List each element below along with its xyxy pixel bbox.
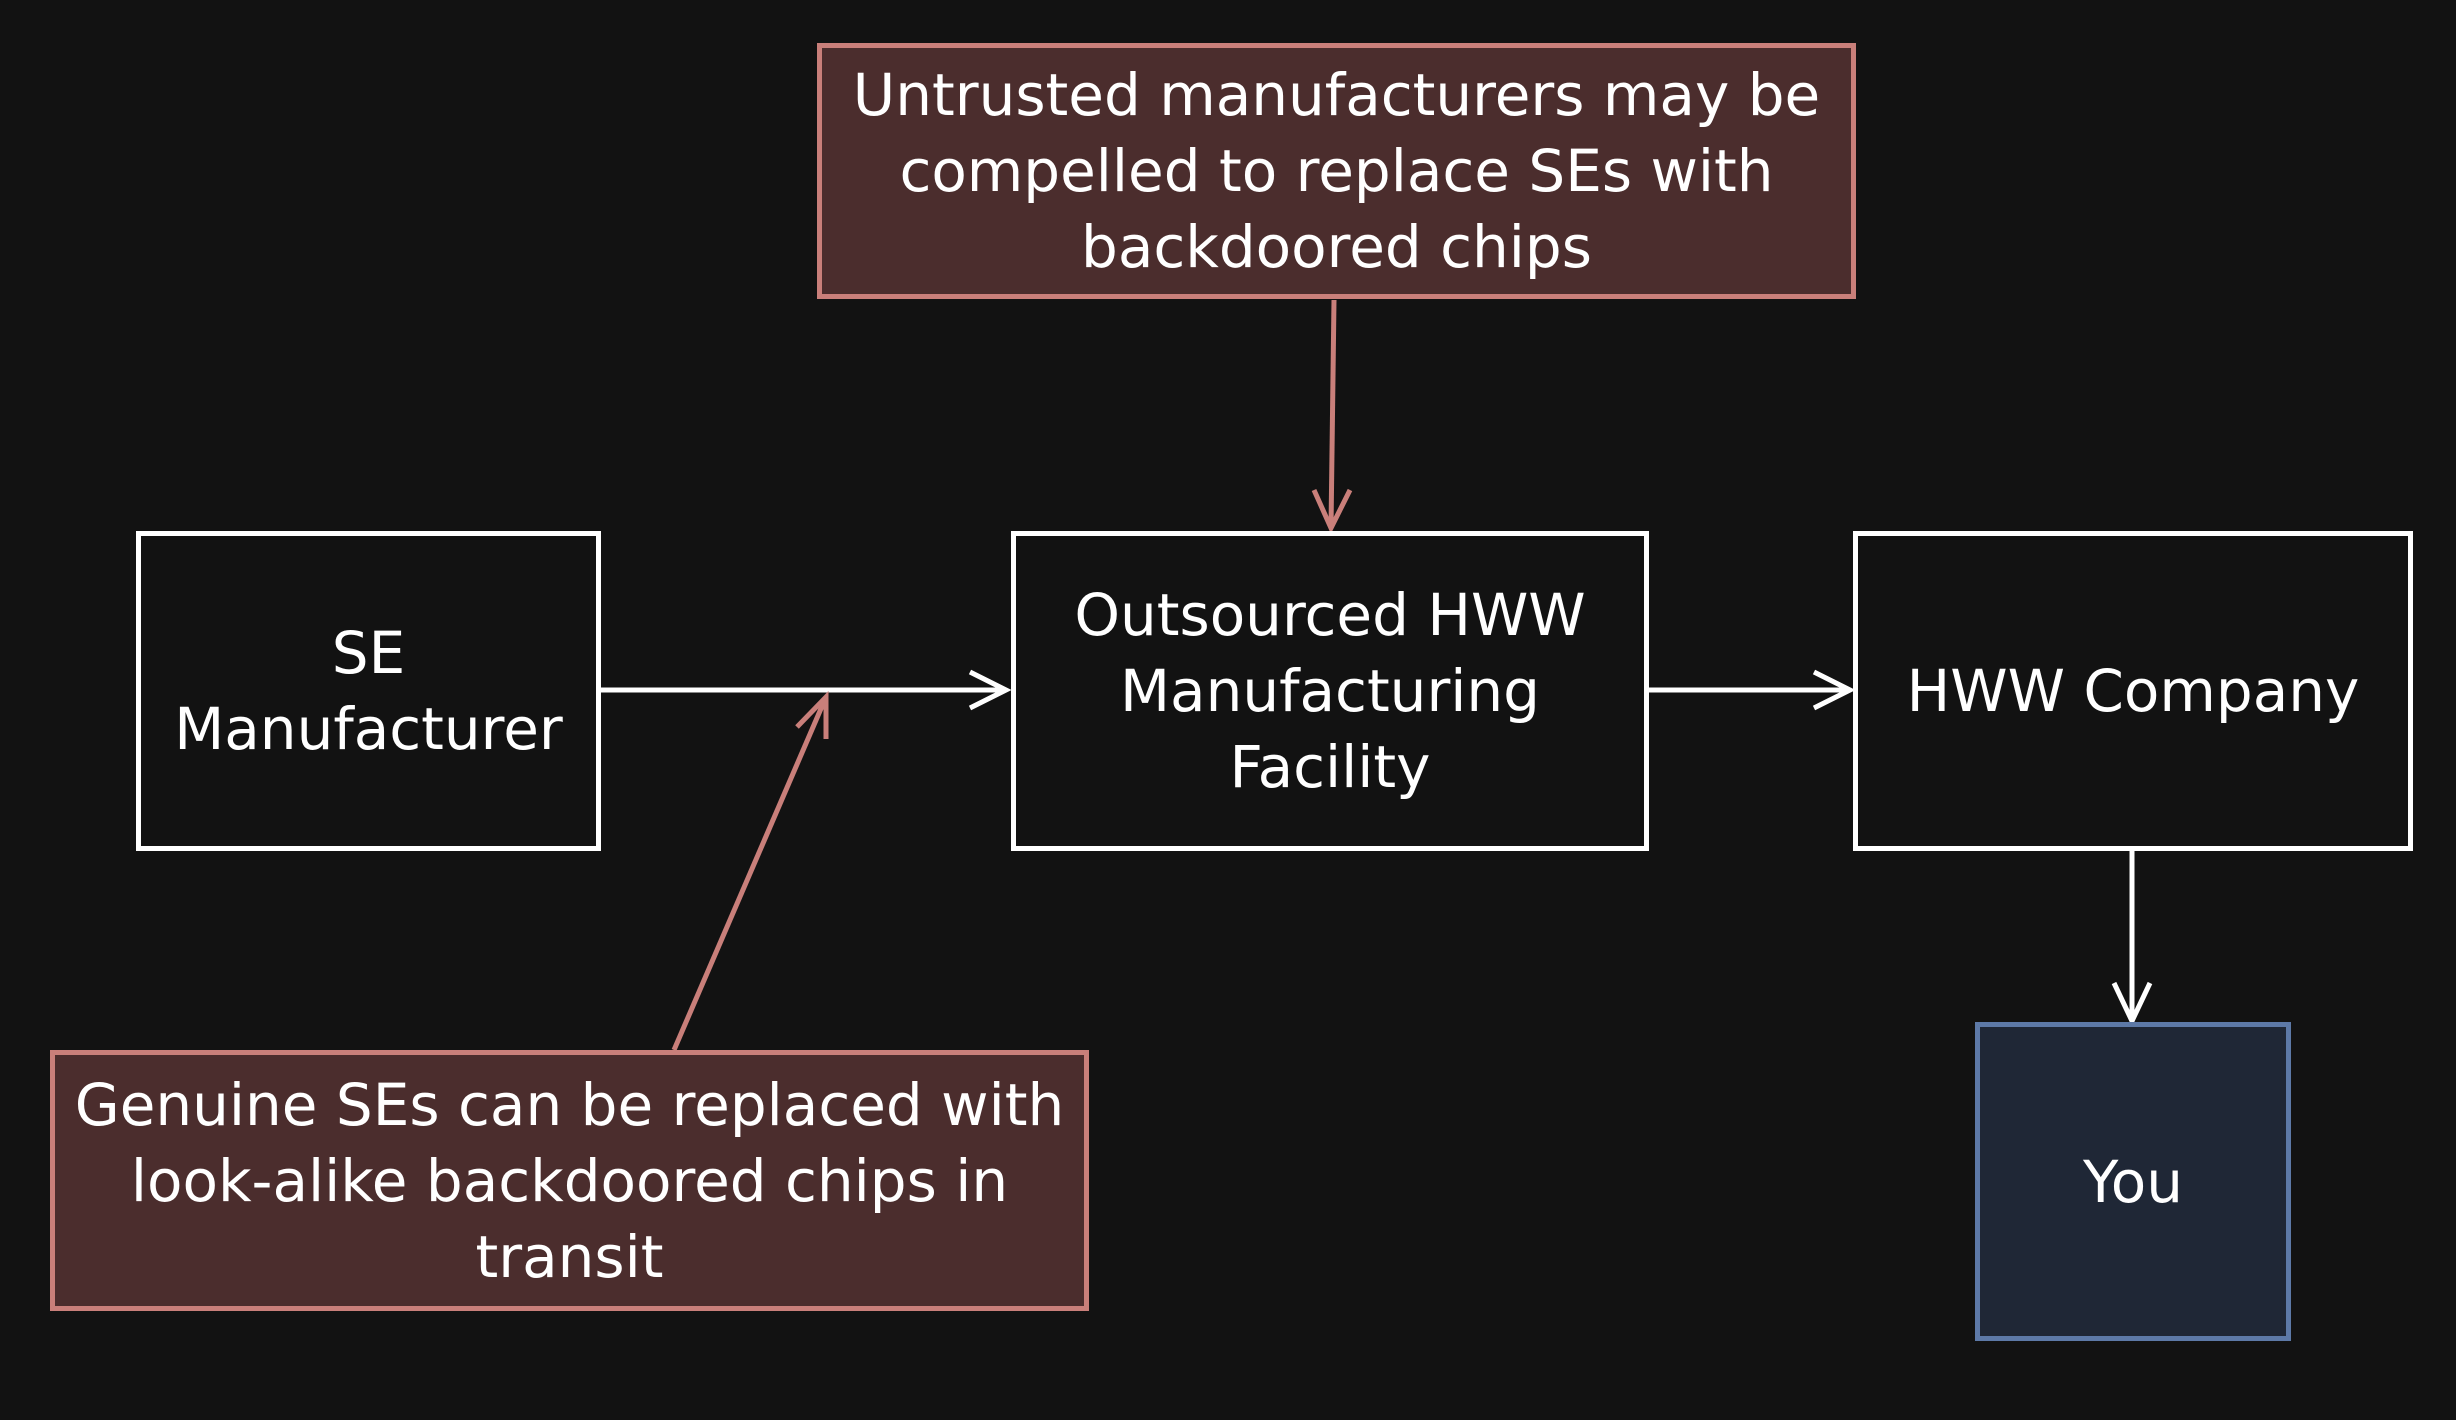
threat-node-bottom: Genuine SEs can be replaced with look-al…: [50, 1050, 1089, 1311]
hww-company-label: HWW Company: [1906, 657, 2360, 725]
threat-arrow-top-head: [1311, 488, 1353, 534]
threat-node-top: Untrusted manufacturers may be compelled…: [817, 43, 1856, 299]
outsourced-facility-node: Outsourced HWW Manufacturing Facility: [1011, 531, 1649, 851]
arrow-se-to-facility-head: [968, 669, 1012, 711]
arrow-facility-to-company-head: [1812, 669, 1856, 711]
threat-arrow-bottom-head: [795, 690, 829, 739]
threat-arrow-top: [1328, 299, 1337, 529]
arrow-company-to-you-head: [2111, 981, 2153, 1027]
threat-arrow-bottom: [671, 696, 829, 1051]
threat-node-top-label: Untrusted manufacturers may be compelled…: [852, 61, 1821, 281]
outsourced-facility-label: Outsourced HWW Manufacturing Facility: [1074, 581, 1586, 801]
se-manufacturer-node: SE Manufacturer: [136, 531, 601, 851]
se-manufacturer-label: SE Manufacturer: [174, 619, 563, 763]
hww-company-node: HWW Company: [1853, 531, 2413, 851]
you-label: You: [2083, 1147, 2183, 1216]
threat-node-bottom-label: Genuine SEs can be replaced with look-al…: [74, 1070, 1065, 1291]
you-node: You: [1975, 1022, 2291, 1341]
